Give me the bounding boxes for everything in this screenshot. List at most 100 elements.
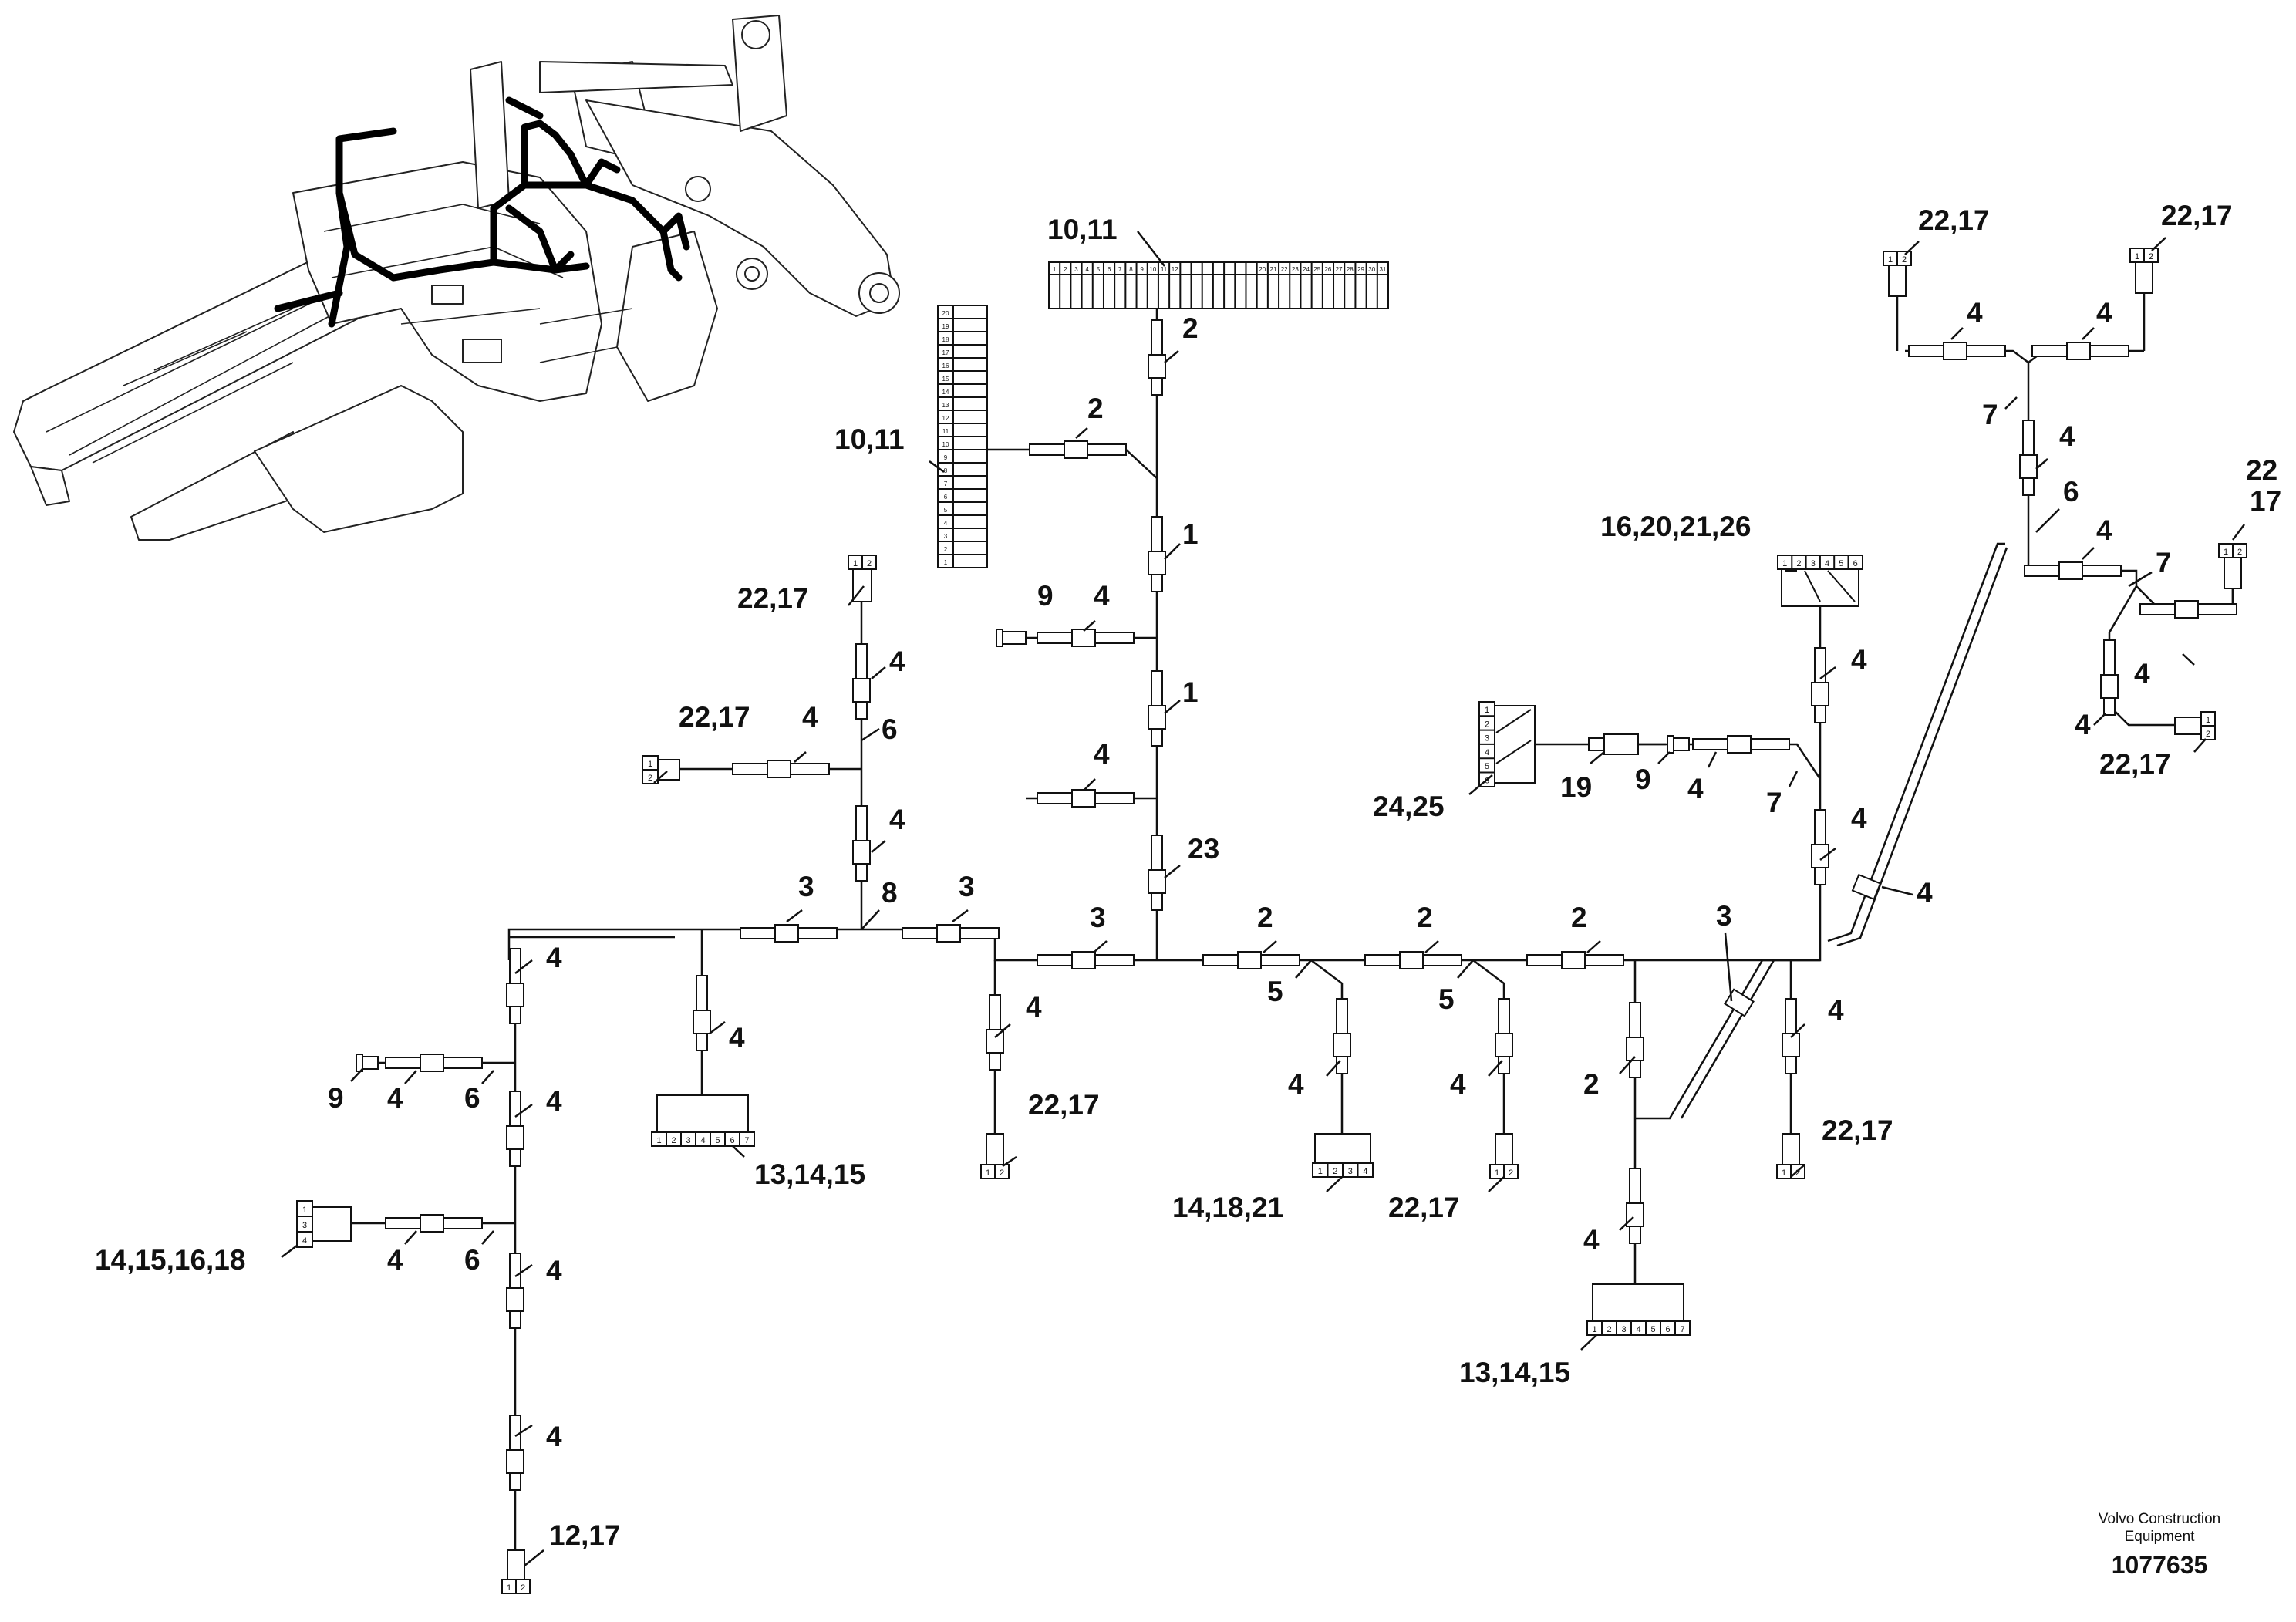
svg-text:1: 1 bbox=[1888, 255, 1893, 265]
callout-label: 10,11 bbox=[1047, 214, 1118, 245]
leader-lines bbox=[281, 231, 2245, 1566]
callout-label: 13,14,15 bbox=[1459, 1357, 1570, 1388]
connector-part bbox=[385, 1057, 421, 1069]
connector-3pin: 1 3 4 bbox=[296, 1200, 378, 1248]
pin-number: 4 bbox=[1636, 1325, 1640, 1334]
callout-label: 4 bbox=[802, 701, 818, 733]
pin-number: 2 bbox=[944, 546, 948, 553]
connector-part bbox=[2082, 565, 2122, 577]
connector-part bbox=[1029, 443, 1065, 456]
connector-part bbox=[797, 927, 838, 939]
connector-part bbox=[1814, 867, 1826, 885]
pin-number: 23 bbox=[1292, 266, 1299, 273]
connector-part bbox=[1151, 319, 1163, 356]
connector-part bbox=[1336, 998, 1348, 1034]
callout-label: 4 bbox=[1450, 1068, 1466, 1100]
connector-part bbox=[506, 1125, 524, 1150]
connector-part bbox=[1333, 1033, 1351, 1057]
connector-part bbox=[509, 1253, 521, 1289]
pin-number: 22 bbox=[1281, 266, 1288, 273]
callout-label: 22,17 bbox=[1822, 1114, 1893, 1146]
pin-number: 11 bbox=[1161, 266, 1168, 273]
svg-text:3: 3 bbox=[302, 1221, 307, 1230]
connector-part bbox=[1071, 789, 1096, 808]
connector-part bbox=[385, 1217, 421, 1229]
connector-part bbox=[1526, 954, 1563, 966]
pin-number: 26 bbox=[1324, 266, 1331, 273]
connector-part bbox=[1629, 1226, 1641, 1244]
callout-label: 22,17 bbox=[737, 582, 809, 614]
callout-label: 4 bbox=[1967, 297, 1983, 329]
callout-label: 2 bbox=[1583, 1068, 1600, 1100]
svg-text:2: 2 bbox=[867, 559, 872, 568]
pin-number: 4 bbox=[944, 520, 948, 527]
pin-number: 7 bbox=[744, 1136, 749, 1145]
connector-part bbox=[2139, 603, 2176, 615]
pin-number: 1 bbox=[1318, 1167, 1323, 1176]
connector-part bbox=[1851, 873, 1882, 901]
connector-part bbox=[1151, 892, 1163, 911]
connector-part bbox=[1151, 377, 1163, 396]
callout-label: 4 bbox=[546, 1255, 562, 1286]
callout-label: 2 bbox=[1417, 902, 1433, 933]
callout-label: 4 bbox=[1094, 738, 1110, 770]
pin-number: 25 bbox=[1313, 266, 1320, 273]
pin-number: 1 bbox=[656, 1136, 661, 1145]
connector-part bbox=[767, 760, 791, 778]
connector-part bbox=[1851, 873, 1882, 901]
svg-text:2: 2 bbox=[2149, 252, 2153, 261]
connector-part bbox=[1151, 835, 1163, 871]
callout-label: 9 bbox=[328, 1082, 344, 1114]
inline-connectors bbox=[385, 319, 2237, 1491]
connector-part bbox=[1584, 954, 1624, 966]
pin-number: 1 bbox=[1782, 559, 1787, 568]
svg-text:1: 1 bbox=[507, 1583, 511, 1593]
connector-part bbox=[1399, 951, 1424, 969]
pin-number: 3 bbox=[1074, 266, 1078, 273]
pin-number: 24 bbox=[1303, 266, 1310, 273]
connector-part bbox=[732, 763, 768, 775]
connector-part bbox=[989, 1052, 1001, 1071]
pin-number: 6 bbox=[1108, 266, 1111, 273]
pin-number: 18 bbox=[942, 336, 949, 343]
connector-part bbox=[855, 643, 868, 679]
callout-label: 3 bbox=[1716, 900, 1732, 932]
connector-part bbox=[2022, 477, 2035, 496]
connector-part bbox=[1071, 629, 1096, 647]
connector-part bbox=[1498, 998, 1510, 1034]
connector-part bbox=[509, 1472, 521, 1491]
connector-part bbox=[1148, 869, 1166, 894]
callout-label: 22,17 bbox=[2161, 200, 2233, 231]
connector-part bbox=[1087, 443, 1127, 456]
callout-label: 6 bbox=[882, 713, 898, 745]
callout-label: 17 bbox=[2250, 485, 2281, 517]
connector-part bbox=[420, 1054, 444, 1072]
connector-part bbox=[1422, 954, 1462, 966]
connector-part bbox=[1064, 440, 1088, 459]
connector-part bbox=[1943, 342, 1967, 360]
svg-text:2: 2 bbox=[521, 1583, 525, 1593]
svg-text:1: 1 bbox=[302, 1206, 307, 1215]
connector-part bbox=[420, 1214, 444, 1233]
component-19 bbox=[1588, 733, 1666, 755]
connector-part bbox=[790, 763, 830, 775]
pin-number: 19 bbox=[942, 323, 949, 330]
connector-part bbox=[1364, 954, 1401, 966]
connector-part bbox=[989, 994, 1001, 1030]
connector-part bbox=[1814, 647, 1826, 683]
harness-wires bbox=[378, 293, 2234, 1589]
callout-label: 2 bbox=[1571, 902, 1587, 933]
connector-part bbox=[1626, 1202, 1644, 1227]
connector-2pin: 1 2 bbox=[501, 1549, 531, 1594]
callout-label: 22,17 bbox=[1918, 204, 1990, 236]
callout-label: 4 bbox=[1094, 580, 1110, 612]
connector-part bbox=[1151, 516, 1163, 552]
callout-label: 4 bbox=[2059, 420, 2075, 452]
callout-label: 12,17 bbox=[549, 1519, 621, 1551]
callout-label: 4 bbox=[1288, 1068, 1304, 1100]
connector-part bbox=[1037, 632, 1073, 644]
pin-number: 5 bbox=[1485, 762, 1489, 771]
pin-number: 2 bbox=[1796, 559, 1801, 568]
